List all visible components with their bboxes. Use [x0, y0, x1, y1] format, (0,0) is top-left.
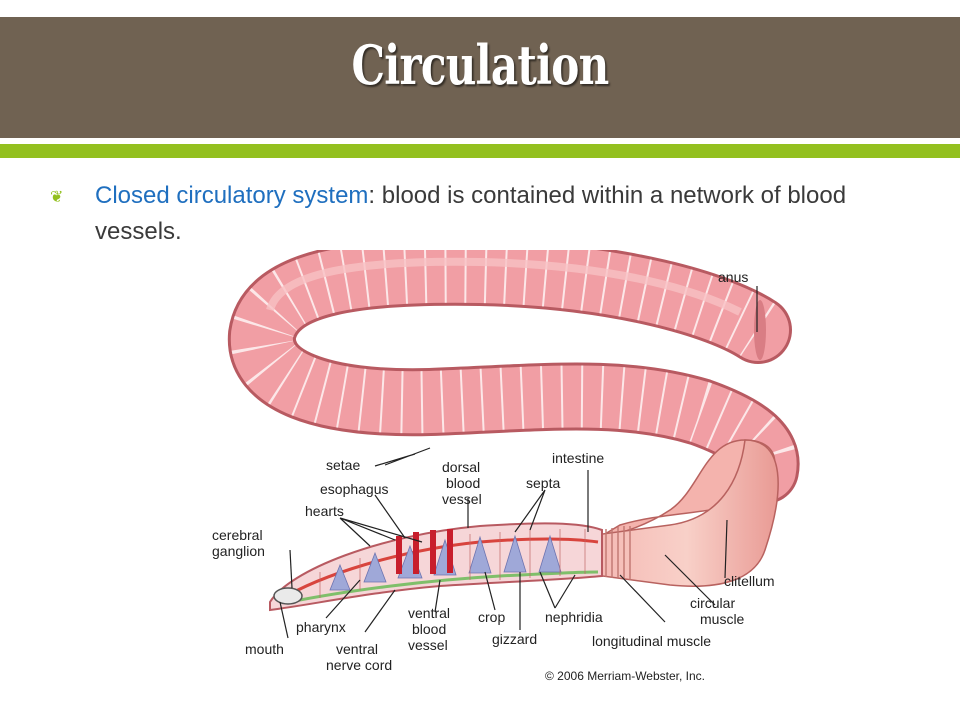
label-hearts: hearts	[305, 503, 344, 519]
label-dorsal-1: dorsal	[442, 459, 480, 475]
title-bar: Circulation	[0, 17, 960, 138]
label-pharynx: pharynx	[296, 619, 346, 635]
label-cerebral-1: cerebral	[212, 527, 263, 543]
label-ventral-vessel-1: ventral	[408, 605, 450, 621]
clitellum-section	[594, 439, 779, 587]
leader-lines	[279, 286, 758, 639]
label-cerebral-2: ganglion	[212, 543, 265, 559]
label-circular-2: muscle	[700, 611, 745, 627]
dissected-section	[269, 522, 603, 612]
label-dorsal-3: vessel	[442, 491, 482, 507]
label-ventral-nerve-2: nerve cord	[326, 657, 392, 673]
label-septa: septa	[526, 475, 560, 491]
label-mouth: mouth	[245, 641, 284, 657]
label-circular-1: circular	[690, 595, 735, 611]
label-ventral-nerve-1: ventral	[336, 641, 378, 657]
bullet-text: Closed circulatory system: blood is cont…	[95, 178, 855, 250]
label-dorsal-2: blood	[446, 475, 480, 491]
label-setae: setae	[326, 457, 360, 473]
label-longitudinal-muscle: longitudinal muscle	[592, 633, 711, 649]
label-ventral-vessel-3: vessel	[408, 637, 448, 653]
label-anus: anus	[718, 269, 748, 285]
copyright-notice: © 2006 Merriam-Webster, Inc.	[545, 669, 705, 683]
title-divider	[0, 138, 960, 144]
label-esophagus: esophagus	[320, 481, 389, 497]
bullet-definition: : blood is contained within a network of…	[95, 182, 847, 245]
label-gizzard: gizzard	[492, 631, 537, 647]
label-intestine: intestine	[552, 450, 604, 466]
earthworm-diagram: anus setae intestine dorsal blood vessel…	[212, 250, 800, 683]
slide-title: Circulation	[351, 33, 610, 97]
label-nephridia: nephridia	[545, 609, 603, 625]
label-clitellum: clitellum	[724, 573, 775, 589]
label-crop: crop	[478, 609, 505, 625]
flourish-bullet-icon: ❦	[50, 189, 64, 206]
accent-stripe	[0, 144, 960, 158]
worm-body	[227, 250, 800, 504]
bullet-term: Closed circulatory system	[95, 182, 369, 209]
label-ventral-vessel-2: blood	[412, 621, 446, 637]
